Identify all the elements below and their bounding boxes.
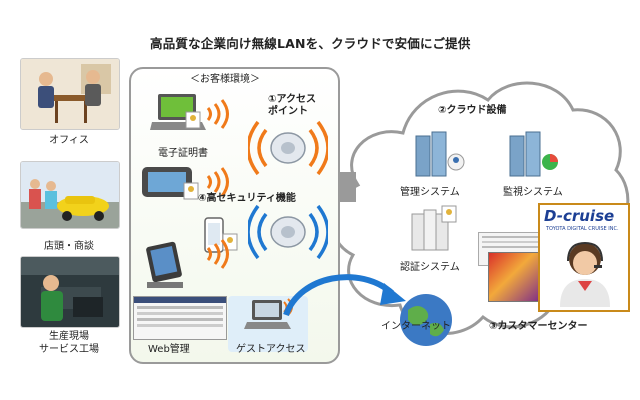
customer-center-frame: D-cruise TOYOTA DIGITAL CRUISE INC. [538,203,630,312]
customer-env-heading: ＜お客様環境＞ [190,74,260,85]
report-row [482,241,538,243]
report-row [482,236,538,238]
web-admin-row [137,306,223,309]
location-label-factory-text: 生産現場 サービス工場 [39,331,99,355]
location-label-store: 店頭・商談 [44,241,94,252]
globe-icon [400,294,452,346]
management-server-icon [415,131,465,177]
location-label-factory: 生産現場 サービス工場 [20,330,118,356]
heatmap-screenshot [488,252,542,302]
page-title: 高品質な企業向け無線LANを、クラウドで安価にご提供 [150,36,471,51]
web-admin-row [137,312,223,315]
guest-access-label: ゲストアクセス [236,344,306,355]
location-label-office: オフィス [49,135,89,146]
brand-logo: D-cruise [544,207,615,225]
access-point-icons [248,120,328,260]
monitoring-system-label: 監視システム [503,187,563,198]
web-admin-screenshot [133,296,227,340]
access-point-label: ①アクセス ポイント [268,94,316,117]
customer-center-label: ③カスタマーセンター [489,321,588,332]
pos-terminal-icon [146,241,183,288]
web-admin-label: Web管理 [148,344,190,355]
operator-icon [560,241,610,307]
management-system-label: 管理システム [400,187,460,198]
certificate-label: 電子証明書 [158,148,208,159]
storefront-image [20,161,120,229]
security-label: ④高セキュリティ機能 [198,193,296,204]
internet-arrow [283,274,406,317]
brand-subtitle: TOYOTA DIGITAL CRUISE INC. [546,226,619,232]
authentication-server-icon [411,205,457,251]
web-admin-row [137,318,223,321]
laptop-icon [150,94,206,130]
monitoring-server-icon [509,131,558,177]
client-wave-icons [206,99,229,269]
report-row [482,246,538,248]
cloud-heading: ②クラウド設備 [438,105,507,116]
web-admin-titlebar [134,297,226,303]
factory-image [20,256,120,328]
office-image [20,58,120,130]
handheld-terminal-icon [142,167,199,200]
internet-label: インターネット [381,321,451,332]
authentication-system-label: 認証システム [400,262,460,273]
web-admin-row [137,324,223,327]
